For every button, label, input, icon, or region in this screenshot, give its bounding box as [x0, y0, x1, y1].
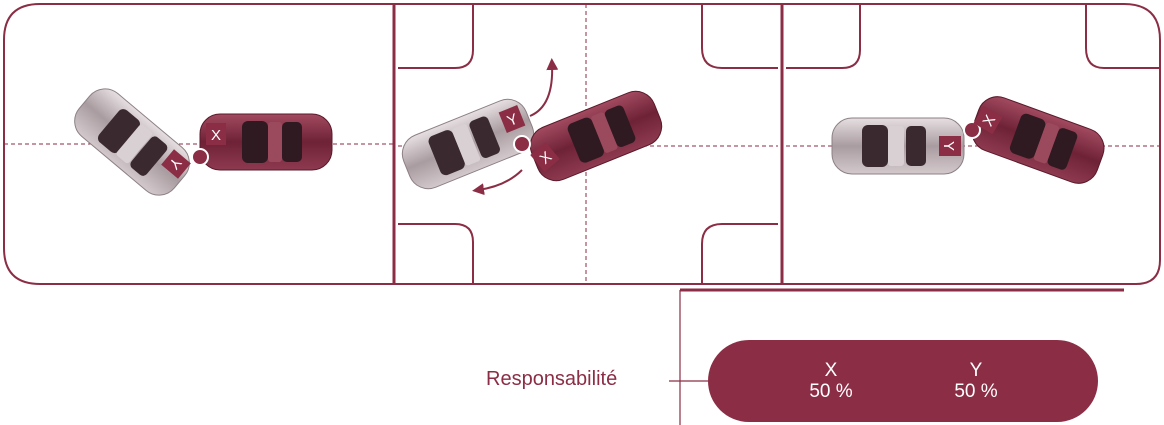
impact-point-left [191, 148, 209, 166]
car-y-left [74, 88, 190, 196]
marker-x-left: X [206, 123, 226, 145]
marker-y-right: Y [939, 136, 961, 156]
car-y-middle [401, 98, 535, 190]
car-x-left [199, 113, 333, 171]
responsibility-share-pill: X 50 % Y 50 % [708, 340, 1098, 422]
marker-y-left: Y [161, 149, 191, 179]
party-x-share: X 50 % [786, 360, 876, 402]
movement-arrows [472, 58, 559, 196]
marker-x-right: X [973, 105, 1003, 135]
svg-text:X: X [211, 127, 221, 144]
party-y-name: Y [969, 360, 983, 381]
party-y-share: Y 50 % [931, 360, 1021, 402]
marker-y-middle: Y [498, 105, 526, 133]
responsibility-connector [669, 288, 1124, 425]
responsibility-label: Responsabilité [486, 368, 618, 390]
crossroad-kerbs [398, 4, 1160, 284]
marker-x-middle: X [530, 142, 560, 172]
car-x-right [971, 96, 1105, 184]
svg-text:Y: Y [940, 141, 957, 151]
car-y-right [831, 117, 965, 175]
car-x-middle [529, 90, 663, 182]
impact-point-middle [513, 135, 531, 153]
party-y-percentage: 50 % [954, 381, 998, 402]
party-x-percentage: 50 % [809, 381, 853, 402]
impact-point-right [963, 121, 981, 139]
road-outline [3, 3, 1161, 285]
party-x-name: X [824, 360, 838, 381]
